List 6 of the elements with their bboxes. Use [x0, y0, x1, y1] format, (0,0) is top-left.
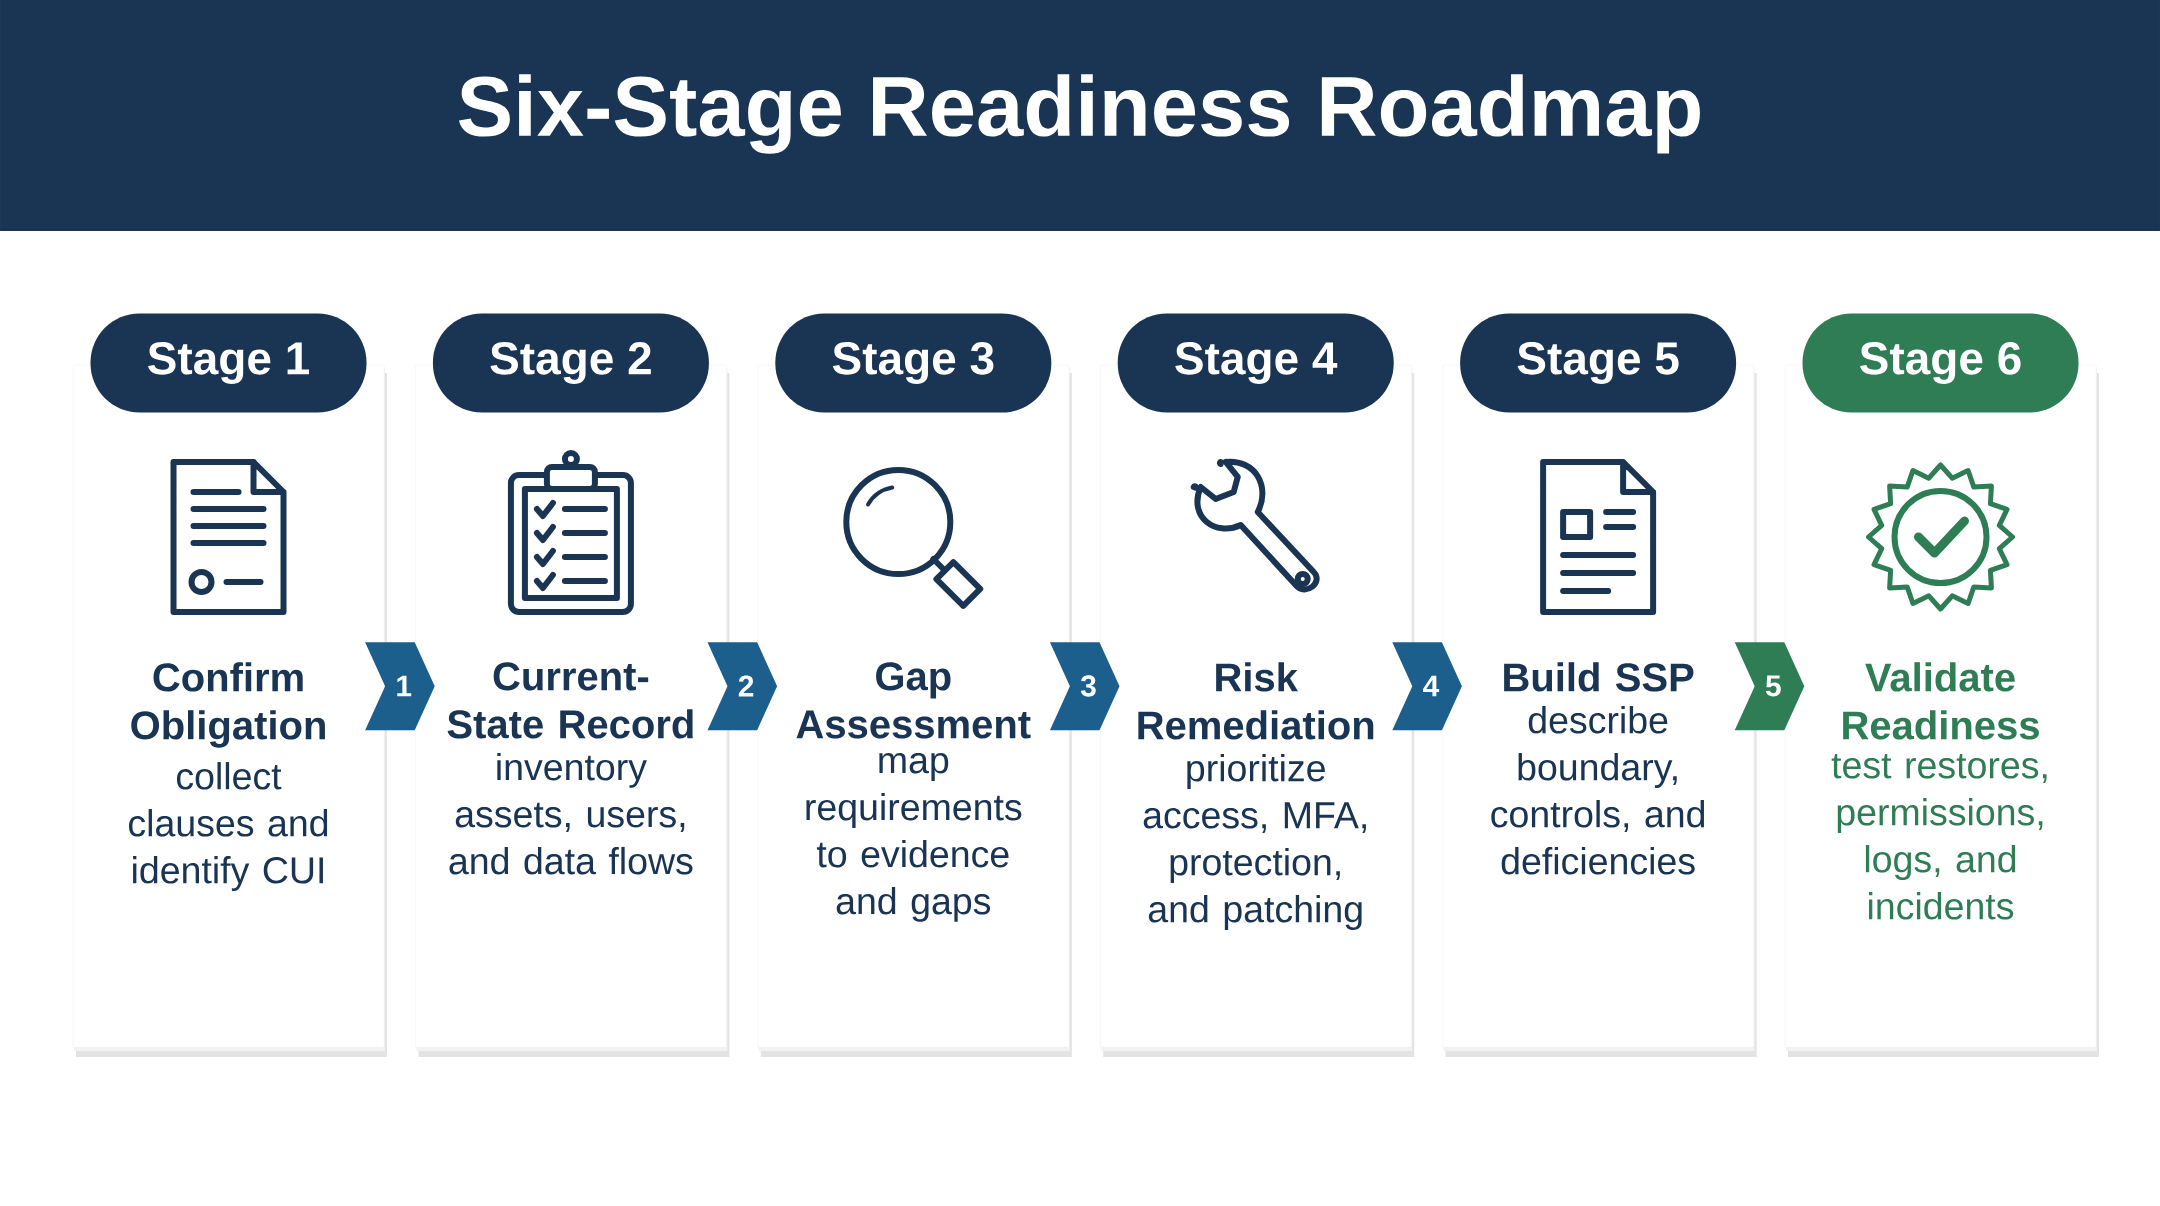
step-number: 2: [738, 675, 754, 697]
step-number: 5: [1765, 675, 1781, 697]
title-banner: Six-Stage Readiness Roadmap: [0, 0, 2160, 231]
step-number: 1: [397, 675, 412, 697]
step-number: 3: [1080, 675, 1096, 697]
step-number: 4: [1423, 675, 1440, 697]
